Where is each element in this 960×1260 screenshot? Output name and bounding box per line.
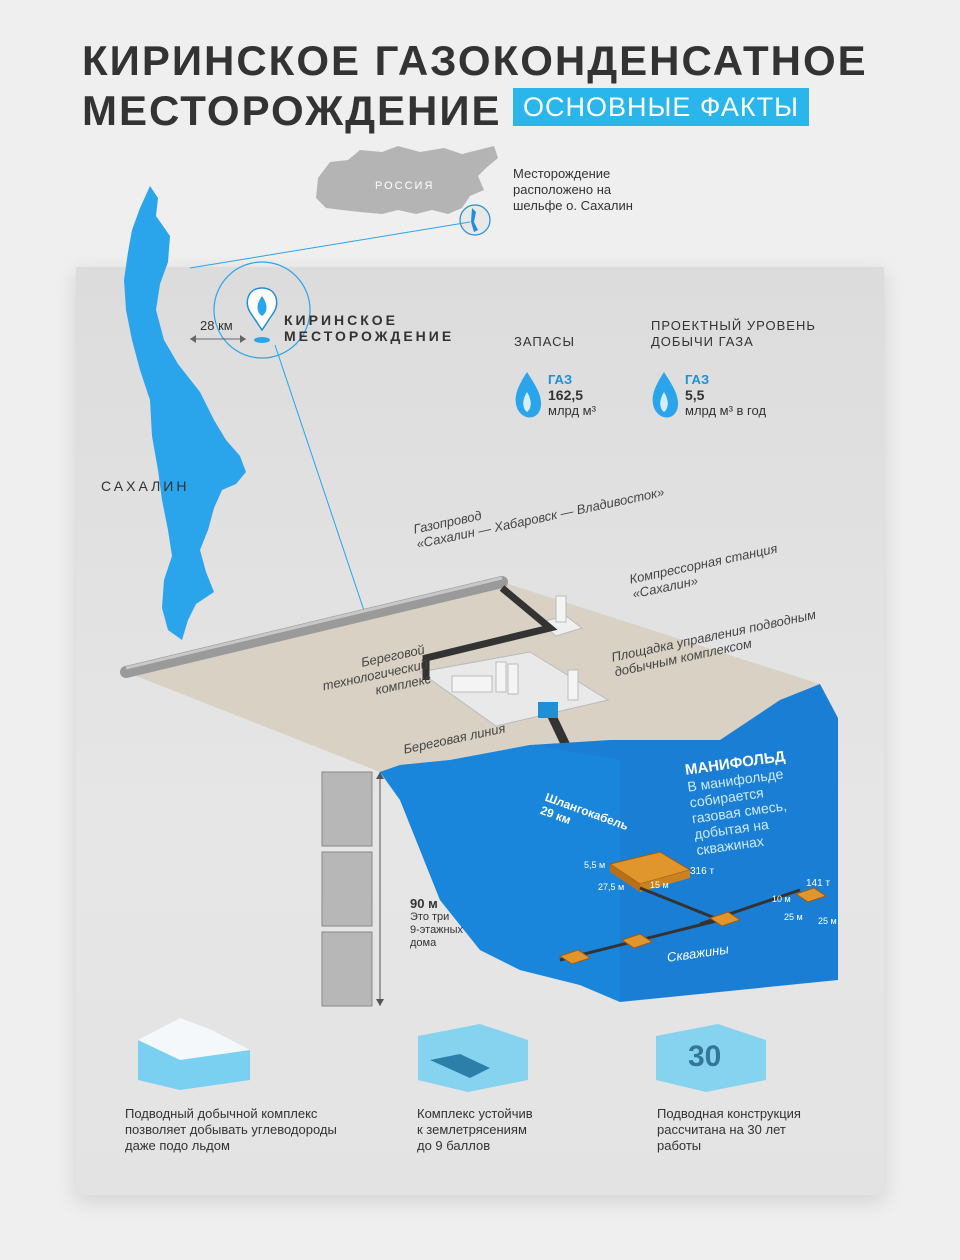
- production-value: 5,5: [685, 387, 705, 403]
- sakhalin-highlight-circle: [459, 204, 491, 236]
- production-heading-line-1: ПРОЕКТНЫЙ УРОВЕНЬ: [651, 318, 816, 333]
- reserves-gas-label: ГАЗ: [548, 372, 573, 387]
- well-width: 25 м: [784, 912, 803, 922]
- fact-lifetime-line-1: Подводная конструкция: [657, 1106, 801, 1121]
- ice-cube-icon: [138, 1018, 250, 1090]
- field-name: КИРИНСКОЕ МЕСТОРОЖДЕНИЕ: [284, 312, 454, 344]
- reserves-value: 162,5: [548, 387, 584, 403]
- fact-lifetime-line-3: работы: [657, 1138, 702, 1153]
- well-depth: 25 м: [818, 916, 837, 926]
- sakhalin-island-shape: [124, 186, 246, 640]
- fact-ice: Подводный добычной комплекс позволяет до…: [125, 1106, 337, 1154]
- field-name-line-2: МЕСТОРОЖДЕНИЕ: [284, 328, 455, 344]
- russia-map-shape: [316, 146, 498, 214]
- well-2: [620, 933, 654, 949]
- well-1: [708, 911, 742, 927]
- reserves-heading: ЗАПАСЫ: [514, 334, 576, 349]
- fact-ice-line-1: Подводный добычной комплекс: [125, 1106, 318, 1121]
- years-cube-icon: [656, 1024, 766, 1092]
- russia-label: РОССИЯ: [375, 180, 435, 192]
- fact-lifetime-line-2: рассчитана на 30 лет: [657, 1122, 786, 1137]
- sea-front: [380, 745, 620, 1002]
- title-line-2: МЕСТОРОЖДЕНИЕ: [82, 87, 502, 134]
- depth-info: 90 м Это три 9-этажных дома: [410, 896, 463, 950]
- field-name-line-1: КИРИНСКОЕ: [284, 312, 399, 328]
- fact-ice-line-2: позволяет добывать углеводороды: [125, 1122, 337, 1137]
- well-4: [794, 887, 828, 903]
- manifold-height: 5,5 м: [584, 860, 606, 870]
- sakhalin-label: САХАЛИН: [101, 478, 190, 494]
- depth-value: 90 м: [410, 896, 438, 911]
- fact-earthquake-line-1: Комплекс устойчив: [417, 1106, 533, 1121]
- manifold-weight: 316 т: [690, 866, 715, 877]
- facts-badge: ОСНОВНЫЕ ФАКТЫ: [513, 88, 809, 126]
- fact-lifetime: Подводная конструкция рассчитана на 30 л…: [657, 1106, 801, 1154]
- distance-label: 28 км: [200, 318, 233, 333]
- manifold-length: 27,5 м: [598, 882, 625, 892]
- production-heading-line-2: ДОБЫЧИ ГАЗА: [651, 334, 754, 349]
- production-gas-label: ГАЗ: [685, 372, 710, 387]
- years-cube-number: 30: [688, 1040, 722, 1073]
- well-weight: 141 т: [806, 878, 831, 889]
- depth-line-2: 9-этажных: [410, 924, 464, 936]
- depth-line-3: дома: [410, 937, 437, 949]
- reserves-block: ГАЗ 162,5 млрд м³: [548, 372, 596, 419]
- fact-ice-line-3: даже подо льдом: [125, 1138, 230, 1153]
- fact-earthquake-line-2: к землетрясениям: [417, 1122, 527, 1137]
- location-note: Месторождение расположено на шельфе о. С…: [513, 166, 633, 213]
- building-stack: [321, 771, 373, 1007]
- reserves-unit: млрд м³: [548, 403, 596, 418]
- manifold-width: 15 м: [650, 880, 669, 890]
- pipeline: [120, 576, 508, 678]
- fact-earthquake-line-3: до 9 баллов: [417, 1138, 491, 1153]
- production-block: ГАЗ 5,5 млрд м³ в год: [685, 372, 766, 419]
- quake-cube-icon: [418, 1024, 528, 1092]
- title-line-1: КИРИНСКОЕ ГАЗОКОНДЕНСАТНОЕ: [82, 37, 868, 84]
- well-3: [558, 949, 592, 965]
- page-title: КИРИНСКОЕ ГАЗОКОНДЕНСАТНОЕ МЕСТОРОЖДЕНИЕ: [82, 36, 868, 136]
- production-unit: млрд м³ в год: [685, 403, 767, 418]
- fact-earthquake: Комплекс устойчив к землетрясениям до 9 …: [417, 1106, 533, 1154]
- depth-line-1: Это три: [410, 911, 450, 923]
- production-heading: ПРОЕКТНЫЙ УРОВЕНЬ ДОБЫЧИ ГАЗА: [651, 318, 816, 350]
- well-height: 10 м: [772, 894, 791, 904]
- manifold-info: МАНИФОЛЬД В манифольде собирается газова…: [684, 748, 797, 858]
